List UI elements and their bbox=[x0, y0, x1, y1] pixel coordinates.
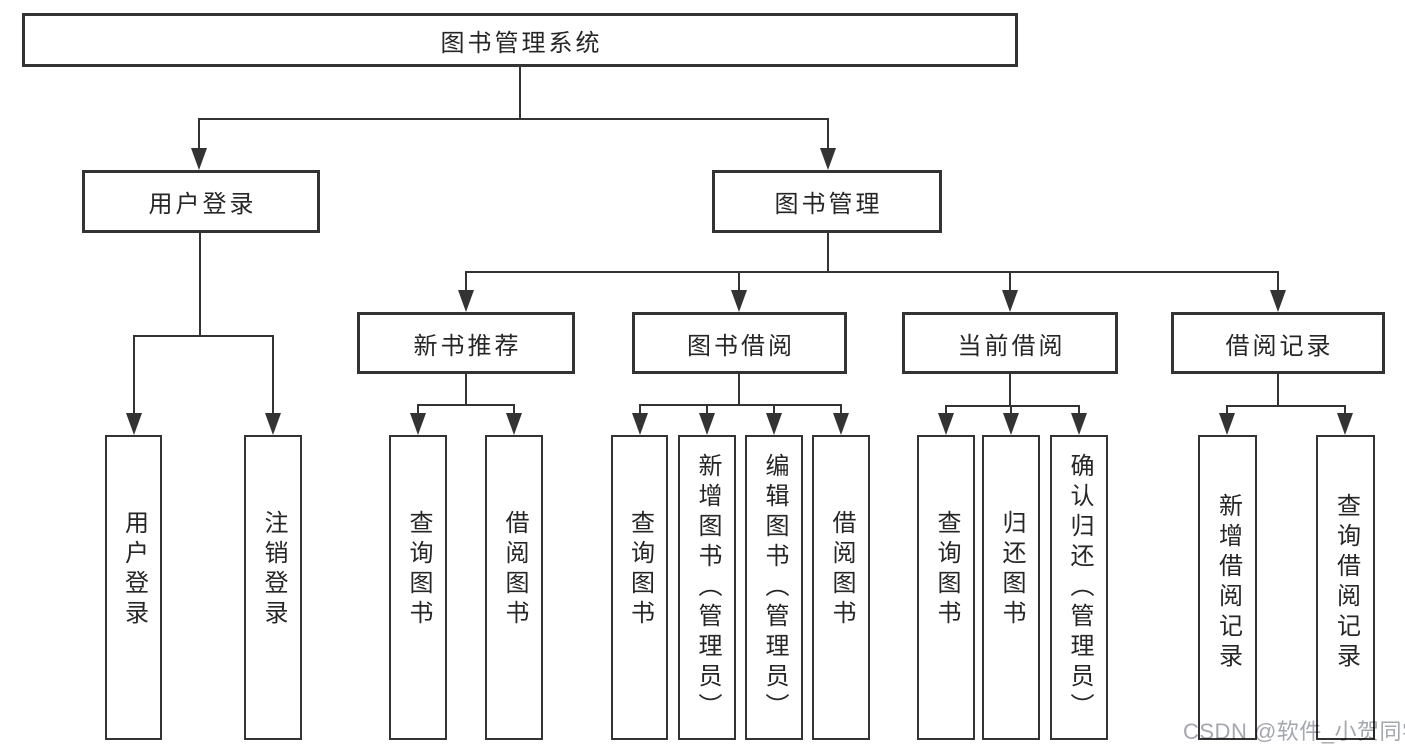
connector-line bbox=[639, 404, 641, 415]
leaf-query-books-3: 查询图书 bbox=[917, 435, 975, 740]
leaf-add-books-admin: 新增图书（管理员） bbox=[678, 435, 736, 740]
node-label: 图书借阅 bbox=[687, 332, 795, 360]
connector-line bbox=[945, 405, 947, 415]
connector-line bbox=[827, 233, 829, 273]
node-new-book-recommend: 新书推荐 bbox=[357, 312, 575, 374]
leaf-label: 查询借阅记录 bbox=[1332, 492, 1360, 673]
connector-line bbox=[738, 271, 740, 292]
leaf-borrow-books-1: 借阅图书 bbox=[485, 435, 543, 740]
connector-line bbox=[1226, 405, 1228, 415]
connector-line bbox=[1009, 374, 1011, 407]
leaf-label: 查询图书 bbox=[405, 509, 432, 630]
node-label: 新书推荐 bbox=[413, 332, 522, 360]
connector-line bbox=[198, 118, 200, 150]
leaf-query-borrow-record: 查询借阅记录 bbox=[1316, 435, 1375, 740]
connector-line bbox=[945, 405, 1080, 407]
connector-line bbox=[706, 404, 708, 415]
connector-line bbox=[465, 374, 467, 406]
connector-line bbox=[417, 404, 419, 415]
arrow-down-icon bbox=[766, 413, 782, 435]
node-book-borrow: 图书借阅 bbox=[632, 312, 847, 374]
arrow-down-icon bbox=[731, 290, 747, 312]
leaf-label: 查询图书 bbox=[626, 509, 654, 630]
arrow-down-icon bbox=[632, 413, 648, 435]
node-user-login: 用户登录 bbox=[82, 170, 320, 233]
node-current-borrow: 当前借阅 bbox=[902, 312, 1118, 374]
leaf-label: 注销登录 bbox=[260, 509, 287, 630]
node-borrow-records: 借阅记录 bbox=[1171, 312, 1385, 374]
node-label: 图书管理 bbox=[774, 191, 883, 218]
leaf-confirm-return-admin: 确认归还（管理员） bbox=[1050, 435, 1108, 740]
leaf-user-login: 用户登录 bbox=[105, 435, 162, 740]
arrow-down-icon bbox=[1002, 290, 1018, 312]
arrow-down-icon bbox=[1337, 413, 1353, 435]
arrow-down-icon bbox=[265, 413, 281, 435]
arrow-down-icon bbox=[1219, 413, 1235, 435]
leaf-logout: 注销登录 bbox=[244, 435, 302, 740]
leaf-query-books-1: 查询图书 bbox=[389, 435, 447, 740]
leaf-label: 查询图书 bbox=[933, 509, 960, 630]
node-label: 当前借阅 bbox=[957, 332, 1066, 360]
leaf-label: 确认归还（管理员） bbox=[1066, 452, 1093, 723]
leaf-add-borrow-record: 新增借阅记录 bbox=[1198, 435, 1257, 740]
node-label: 借阅记录 bbox=[1225, 332, 1334, 360]
node-label: 用户登录 bbox=[148, 191, 257, 218]
leaf-label: 新增借阅记录 bbox=[1214, 492, 1242, 673]
arrow-down-icon bbox=[820, 148, 836, 170]
leaf-label: 借阅图书 bbox=[501, 509, 528, 630]
leaf-label: 归还图书 bbox=[998, 509, 1025, 630]
connector-line bbox=[827, 118, 829, 150]
connector-line bbox=[465, 271, 1279, 273]
leaf-label: 新增图书（管理员） bbox=[694, 452, 721, 723]
arrow-down-icon bbox=[938, 413, 954, 435]
arrow-down-icon bbox=[699, 413, 715, 435]
leaf-borrow-books-2: 借阅图书 bbox=[812, 435, 870, 740]
connector-line bbox=[639, 404, 842, 406]
leaf-query-books-2: 查询图书 bbox=[611, 435, 668, 740]
arrow-down-icon bbox=[833, 413, 849, 435]
connector-line bbox=[1344, 405, 1346, 415]
arrow-down-icon bbox=[1270, 290, 1286, 312]
connector-line bbox=[1078, 405, 1080, 415]
arrow-down-icon bbox=[1071, 413, 1087, 435]
connector-line bbox=[272, 335, 274, 413]
connector-line bbox=[773, 404, 775, 415]
connector-line bbox=[519, 67, 521, 120]
node-label: 图书管理系统 bbox=[440, 29, 603, 57]
connector-line bbox=[465, 271, 467, 292]
connector-line bbox=[1010, 405, 1012, 415]
connector-line bbox=[133, 335, 274, 337]
arrow-down-icon bbox=[458, 290, 474, 312]
connector-line bbox=[417, 404, 515, 406]
leaf-edit-books-admin: 编辑图书（管理员） bbox=[745, 435, 803, 740]
arrow-down-icon bbox=[1003, 413, 1019, 435]
connector-line bbox=[198, 118, 829, 120]
connector-line bbox=[199, 233, 201, 337]
node-book-management: 图书管理 bbox=[712, 170, 942, 233]
connector-line bbox=[133, 335, 135, 413]
leaf-label: 编辑图书（管理员） bbox=[761, 452, 788, 723]
connector-line bbox=[738, 374, 740, 406]
arrow-down-icon bbox=[506, 413, 522, 435]
leaf-label: 借阅图书 bbox=[828, 509, 855, 630]
connector-line bbox=[1277, 271, 1279, 292]
arrow-down-icon bbox=[191, 148, 207, 170]
arrow-down-icon bbox=[126, 413, 142, 435]
connector-line bbox=[1226, 405, 1346, 407]
connector-line bbox=[840, 404, 842, 415]
connector-line bbox=[1277, 374, 1279, 407]
csdn-watermark: CSDN @软件_小贺同学 bbox=[1183, 719, 1405, 744]
leaf-label: 用户登录 bbox=[120, 509, 148, 630]
leaf-return-books: 归还图书 bbox=[982, 435, 1040, 740]
connector-line bbox=[513, 404, 515, 415]
connector-line bbox=[1009, 271, 1011, 292]
node-root-library-system: 图书管理系统 bbox=[22, 13, 1018, 67]
arrow-down-icon bbox=[410, 413, 426, 435]
